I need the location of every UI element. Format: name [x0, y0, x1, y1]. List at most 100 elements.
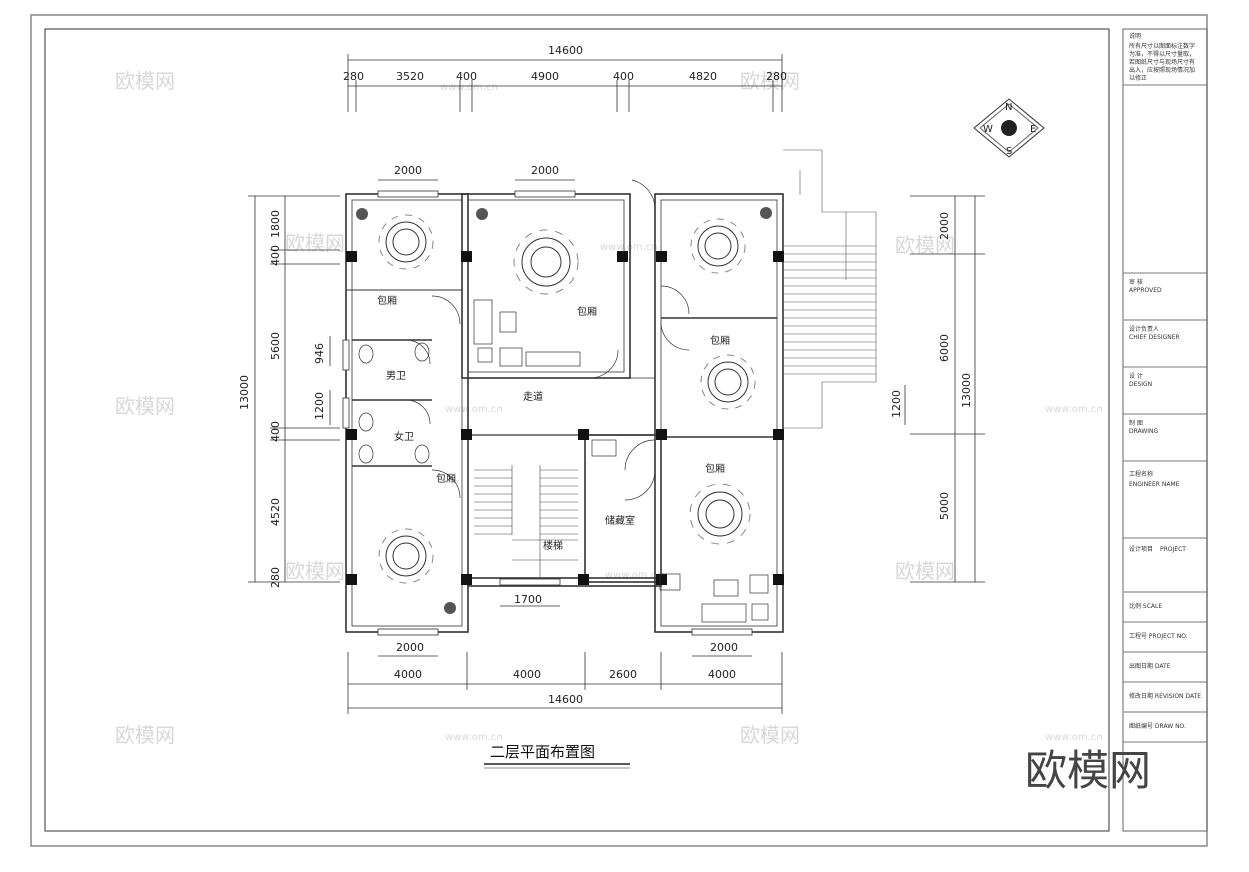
dim-top: 400	[456, 70, 477, 83]
project-label-en: PROJECT	[1160, 546, 1186, 553]
chief-designer-label-en: CHIEF DESIGNER	[1129, 334, 1180, 341]
plant-icon	[356, 208, 368, 220]
plant-icon	[476, 208, 488, 220]
round-table-icon	[690, 218, 746, 274]
dim-top: 280	[343, 70, 364, 83]
dim-overall-width: 14600	[548, 44, 583, 57]
watermark-site: www.om.cn	[605, 570, 663, 581]
dim-top: 4820	[689, 70, 717, 83]
watermark-site: www.om.cn	[440, 82, 498, 93]
dim-bottom: 2600	[609, 668, 637, 681]
watermark-brand: 欧模网	[115, 394, 175, 418]
watermark-site: www.om.cn	[600, 242, 658, 253]
project-label: 设计项目	[1129, 545, 1153, 553]
dim-right: 2000	[938, 212, 951, 240]
room-storage: 储藏室	[605, 514, 635, 527]
project-name-label: 工程名称	[1129, 470, 1153, 478]
title-block: 说明 所有尺寸以图面标注数字 为准，不得以尺寸量取， 若图纸尺寸与现场尺寸有 出…	[1122, 28, 1208, 832]
round-table-icon	[689, 483, 751, 545]
notes-heading: 说明	[1129, 32, 1141, 40]
dim-bottom: 4000	[394, 668, 422, 681]
dim-top: 3520	[396, 70, 424, 83]
watermark-site: www.om.cn	[1045, 404, 1103, 415]
dim-right: 5000	[938, 492, 951, 520]
dim-overall-depth: 13000	[238, 375, 251, 410]
drawing-title-group: 二层平面布置图	[484, 743, 630, 769]
room-private-5: 包厢	[436, 472, 456, 485]
drawing-no-label: 图纸编号 DRAW NO.	[1129, 722, 1186, 730]
dim-left: 1800	[269, 210, 282, 238]
notes-line: 以修正	[1129, 74, 1147, 82]
dim-bottom: 4000	[708, 668, 736, 681]
watermark-brand: 欧模网	[285, 559, 345, 583]
watermark-site: www.om.cn	[445, 732, 503, 743]
date-label: 出图日期 DATE	[1129, 662, 1171, 670]
dim-window: 2000	[396, 641, 424, 654]
dim-left: 280	[269, 567, 282, 588]
dim-left: 4520	[269, 498, 282, 526]
interior-stairs	[474, 465, 578, 578]
dim-left: 5600	[269, 332, 282, 360]
dim-overall-depth-right: 13000	[960, 373, 973, 408]
round-table-icon	[513, 229, 579, 295]
notes-line: 为准，不得以尺寸量取，	[1129, 50, 1195, 58]
watermark-brand: 欧模网	[115, 69, 175, 93]
room-corridor: 走道	[523, 390, 543, 403]
plant-icon	[444, 602, 456, 614]
drawing-label-en: DRAWING	[1129, 428, 1159, 435]
watermark-site: www.om.cn	[1045, 732, 1103, 743]
watermark-layer: 欧模网 欧模网 欧模网 欧模网 欧模网 欧模网 欧模网 欧模网 欧模网 www.…	[115, 69, 1103, 747]
room-private-1: 包厢	[377, 294, 397, 307]
watermark-brand: 欧模网	[115, 723, 175, 747]
plant-icon	[760, 207, 772, 219]
room-private-2: 包厢	[577, 305, 597, 318]
dim-top: 4900	[531, 70, 559, 83]
dim-window: 2000	[394, 164, 422, 177]
watermark-brand: 欧模网	[285, 231, 345, 255]
project-no-label: 工程号 PROJECT NO.	[1129, 632, 1188, 640]
structural-columns	[346, 251, 784, 585]
dining-tables	[378, 214, 756, 584]
notes-line: 若图纸尺寸与现场尺寸有	[1129, 58, 1195, 66]
compass-east: E	[1030, 124, 1036, 135]
exterior-stair	[783, 149, 877, 429]
design-label-en: DESIGN	[1129, 381, 1152, 388]
scale-label: 比例 SCALE	[1129, 602, 1162, 610]
dim-top: 280	[766, 70, 787, 83]
dim-window: 2000	[710, 641, 738, 654]
approved-label-en: APPROVED	[1129, 287, 1162, 294]
compass-south: S	[1006, 146, 1012, 157]
room-private-4: 包厢	[705, 462, 725, 475]
watermark-brand: 欧模网	[740, 723, 800, 747]
dimension-labels: 14600 280 3520 400 4900 400 4820 280 200…	[238, 44, 973, 706]
room-private-3: 包厢	[710, 334, 730, 347]
brand-watermark-large: 欧模网	[1025, 746, 1151, 795]
watermark-brand: 欧模网	[895, 559, 955, 583]
room-womens-wc: 女卫	[394, 430, 414, 443]
room-labels: 包厢 包厢 包厢 包厢 包厢 男卫 女卫 走道 楼梯 储藏室	[377, 294, 730, 552]
dim-stair-window: 1700	[514, 593, 542, 606]
design-label: 设 计	[1129, 372, 1143, 380]
round-table-icon	[378, 528, 434, 584]
watermark-brand: 欧模网	[895, 233, 955, 257]
plants	[356, 207, 772, 614]
chief-designer-label: 设计负责人	[1129, 325, 1159, 333]
compass-rose: N S E W	[973, 98, 1045, 158]
watermark-site: www.om.cn	[445, 404, 503, 415]
windows	[342, 190, 753, 636]
dim-left: 400	[269, 421, 282, 442]
dim-top: 400	[613, 70, 634, 83]
dim-right: 6000	[938, 334, 951, 362]
dimension-lines	[248, 54, 985, 714]
dim-right: 1200	[890, 390, 903, 418]
door-swings	[405, 179, 690, 501]
project-name-label-en: ENGINEER NAME	[1129, 481, 1180, 488]
round-table-icon	[378, 214, 434, 270]
building-walls	[345, 193, 784, 633]
dim-window: 2000	[531, 164, 559, 177]
dim-bottom: 4000	[513, 668, 541, 681]
dim-overall-width-bottom: 14600	[548, 693, 583, 706]
room-stairs: 楼梯	[543, 539, 563, 552]
compass-west: W	[983, 124, 993, 135]
